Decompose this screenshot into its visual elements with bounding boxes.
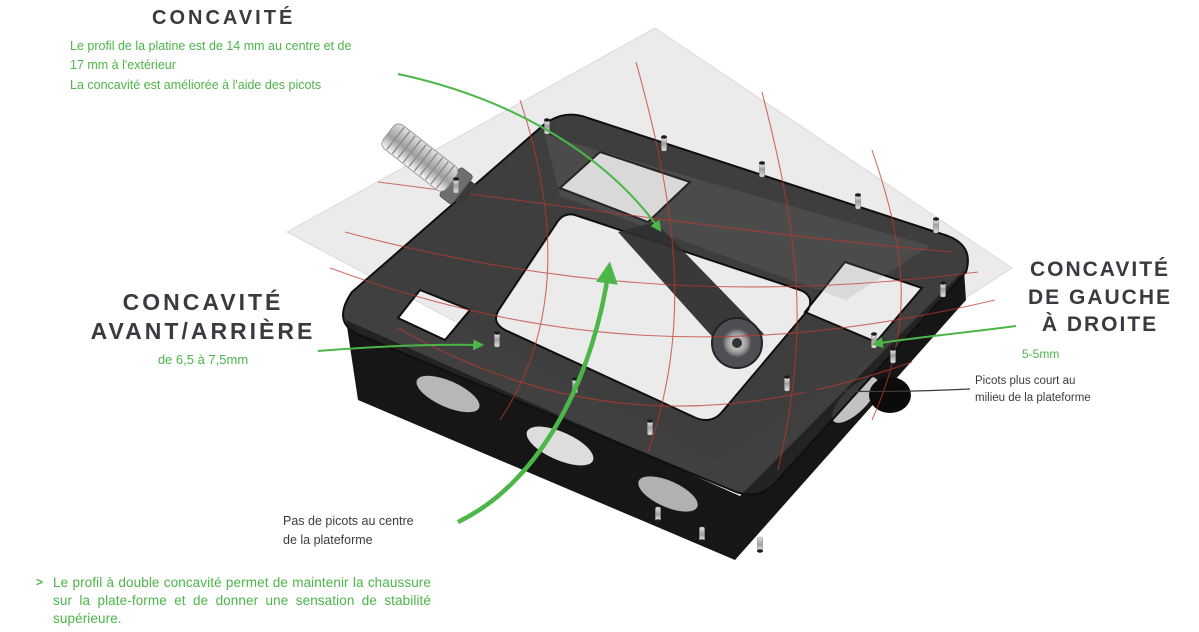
no-pins-note: Pas de picots au centre de la plateforme	[283, 512, 443, 551]
concavity-line3: La concavité est améliorée à l'aide des …	[70, 77, 322, 92]
left-right-heading: CONCAVITÉ DE GAUCHE À DROITE	[1016, 256, 1184, 339]
footer-note: > Le profil à double concavité permet de…	[36, 574, 438, 627]
pedal-side-face	[346, 270, 966, 560]
arrow-no-pins	[457, 261, 618, 525]
arrow-left-right	[871, 325, 1017, 348]
front-rear-heading: CONCAVITÉ AVANT/ARRIÈRE	[86, 288, 320, 347]
front-rear-heading-line2: AVANT/ARRIÈRE	[90, 318, 316, 345]
no-pins-line2: de la plateforme	[283, 533, 373, 548]
left-right-value: 5-5mm	[1022, 347, 1060, 361]
concavity-grid-lines	[329, 61, 996, 471]
concavity-title: CONCAVITÉ	[152, 7, 296, 29]
short-pins-note: Picots plus court au milieu de la platef…	[975, 373, 1115, 408]
footer-text: Le profil à double concavité permet de m…	[53, 575, 432, 626]
concavity-line1: Le profil de la platine est de 14 mm au …	[70, 39, 352, 53]
pedal-body	[342, 113, 969, 496]
short-pins-line2: milieu de la plateforme	[975, 392, 1091, 405]
front-rear-value: de 6,5 à 7,5mm	[157, 352, 249, 367]
front-rear-heading-line1: CONCAVITÉ	[122, 289, 284, 315]
arrow-concavity-center	[397, 73, 662, 232]
arrow-short-pins	[802, 385, 971, 395]
left-right-heading-line3: À DROITE	[1041, 313, 1159, 337]
no-pins-line1: Pas de picots au centre	[283, 514, 414, 528]
short-pins-line1: Picots plus court au	[975, 375, 1076, 387]
concavity-line2: 17 mm à l'extérieur	[70, 58, 176, 73]
footer-bullet-icon: >	[36, 575, 44, 589]
arrow-front-rear	[317, 339, 485, 352]
left-right-heading-line2: DE GAUCHE	[1027, 285, 1172, 309]
concavity-description: Le profil de la platine est de 14 mm au …	[70, 37, 420, 95]
left-right-heading-line1: CONCAVITÉ	[1029, 258, 1171, 281]
